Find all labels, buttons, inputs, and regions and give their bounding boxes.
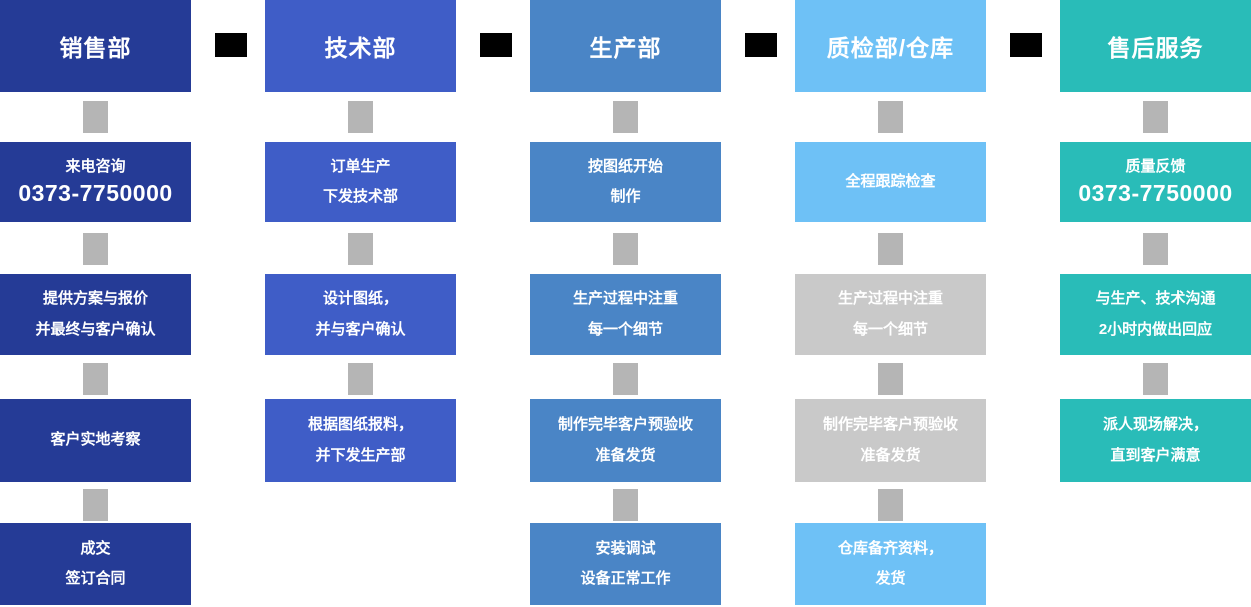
vertical-connector (1143, 363, 1168, 395)
flow-box-site-visit: 客户实地考察 (0, 399, 191, 482)
column-qc-warehouse: 质检部/仓库 全程跟踪检查 生产过程中注重 每一个细节 制作完毕客户预验收 准备… (795, 0, 986, 607)
flow-box-detail-focus-gray: 生产过程中注重 每一个细节 (795, 274, 986, 355)
box-line: 准备发货 (595, 446, 656, 464)
box-line: 仓库备齐资料， (837, 539, 943, 557)
flow-box-install-debug: 安装调试 设备正常工作 (530, 523, 721, 605)
vertical-connector (878, 101, 903, 133)
box-line: 制作完毕客户预验收 (822, 416, 958, 433)
box-line: 每一个细节 (852, 320, 928, 338)
flow-box-proposal: 提供方案与报价 并最终与客户确认 (0, 274, 191, 355)
flow-box-response: 与生产、技术沟通 2小时内做出回应 (1060, 274, 1251, 355)
vertical-connector (83, 363, 108, 395)
flow-box-ship: 仓库备齐资料， 发货 (795, 523, 986, 605)
box-line: 2小时内做出回应 (1098, 320, 1213, 338)
column-after-sales: 售后服务 质量反馈 0373-7750000 与生产、技术沟通 2小时内做出回应… (1060, 0, 1251, 607)
column-production: 生产部 按图纸开始 制作 生产过程中注重 每一个细节 制作完毕客户预验收 准备发… (530, 0, 721, 607)
vertical-connector (613, 363, 638, 395)
column-header-after-sales: 售后服务 (1060, 0, 1251, 92)
box-line: 发货 (875, 570, 906, 587)
box-line: 按图纸开始 (587, 157, 663, 175)
box-line: 直到客户满意 (1110, 446, 1201, 464)
box-line: 全程跟踪检查 (845, 172, 936, 190)
column-header-label: 生产部 (589, 35, 662, 61)
vertical-connector (83, 233, 108, 265)
box-line: 派人现场解决， (1102, 416, 1208, 433)
box-line: 并与客户确认 (315, 320, 406, 338)
phone-number: 0373-7750000 (18, 180, 173, 207)
box-line: 质量反馈 (1125, 157, 1186, 175)
box-line: 制作 (610, 188, 641, 205)
column-header-production: 生产部 (530, 0, 721, 92)
box-line: 提供方案与报价 (42, 290, 148, 307)
column-sales: 销售部 来电咨询 0373-7750000 提供方案与报价 并最终与客户确认 客… (0, 0, 191, 607)
vertical-connector (83, 101, 108, 133)
vertical-connector (878, 233, 903, 265)
vertical-connector (348, 363, 373, 395)
box-line: 制作完毕客户预验收 (557, 416, 693, 433)
flow-box-order: 订单生产 下发技术部 (265, 142, 456, 222)
header-link-block-icon (745, 33, 777, 57)
vertical-connector (613, 489, 638, 521)
column-header-label: 技术部 (324, 35, 397, 61)
box-line: 来电咨询 (65, 157, 126, 175)
column-header-qc-warehouse: 质检部/仓库 (795, 0, 986, 92)
column-header-label: 售后服务 (1107, 35, 1204, 61)
column-tech: 技术部 订单生产 下发技术部 设计图纸， 并与客户确认 根据图纸报料， 并下发生… (265, 0, 456, 607)
flow-box-full-tracking: 全程跟踪检查 (795, 142, 986, 222)
box-line: 准备发货 (860, 446, 921, 464)
flow-box-quality-feedback: 质量反馈 0373-7750000 (1060, 142, 1251, 222)
flow-box-pre-acceptance: 制作完毕客户预验收 准备发货 (530, 399, 721, 482)
flow-box-phone-consult: 来电咨询 0373-7750000 (0, 142, 191, 222)
column-header-tech: 技术部 (265, 0, 456, 92)
box-line: 并下发生产部 (315, 446, 406, 464)
vertical-connector (1143, 101, 1168, 133)
box-line: 客户实地考察 (50, 431, 141, 449)
flow-box-sign-contract: 成交 签订合同 (0, 523, 191, 605)
box-line: 成交 (80, 539, 111, 557)
box-line: 设计图纸， (322, 290, 398, 307)
box-line: 下发技术部 (322, 188, 398, 205)
vertical-connector (613, 233, 638, 265)
header-link-block-icon (480, 33, 512, 57)
box-line: 签订合同 (65, 570, 126, 587)
box-line: 生产过程中注重 (837, 290, 943, 307)
flow-box-pre-acceptance-gray: 制作完毕客户预验收 准备发货 (795, 399, 986, 482)
vertical-connector (613, 101, 638, 133)
box-line: 每一个细节 (587, 320, 663, 338)
header-link-block-icon (1010, 33, 1042, 57)
flow-box-onsite-resolution: 派人现场解决， 直到客户满意 (1060, 399, 1251, 482)
box-line: 与生产、技术沟通 (1095, 290, 1216, 307)
vertical-connector (348, 101, 373, 133)
flow-box-start-build: 按图纸开始 制作 (530, 142, 721, 222)
vertical-connector (1143, 233, 1168, 265)
vertical-connector (83, 489, 108, 521)
box-line: 根据图纸报料， (307, 416, 413, 433)
header-link-block-icon (215, 33, 247, 57)
column-header-sales: 销售部 (0, 0, 191, 92)
box-line: 订单生产 (330, 157, 391, 175)
box-line: 生产过程中注重 (572, 290, 678, 307)
flow-box-detail-focus: 生产过程中注重 每一个细节 (530, 274, 721, 355)
box-line: 并最终与客户确认 (35, 320, 156, 338)
phone-number: 0373-7750000 (1078, 180, 1233, 207)
flow-box-design: 设计图纸， 并与客户确认 (265, 274, 456, 355)
box-line: 安装调试 (595, 539, 656, 557)
vertical-connector (878, 363, 903, 395)
vertical-connector (878, 489, 903, 521)
flow-box-material: 根据图纸报料， 并下发生产部 (265, 399, 456, 482)
box-line: 设备正常工作 (580, 570, 671, 587)
column-header-label: 质检部/仓库 (826, 35, 955, 61)
column-header-label: 销售部 (59, 35, 132, 61)
vertical-connector (348, 233, 373, 265)
